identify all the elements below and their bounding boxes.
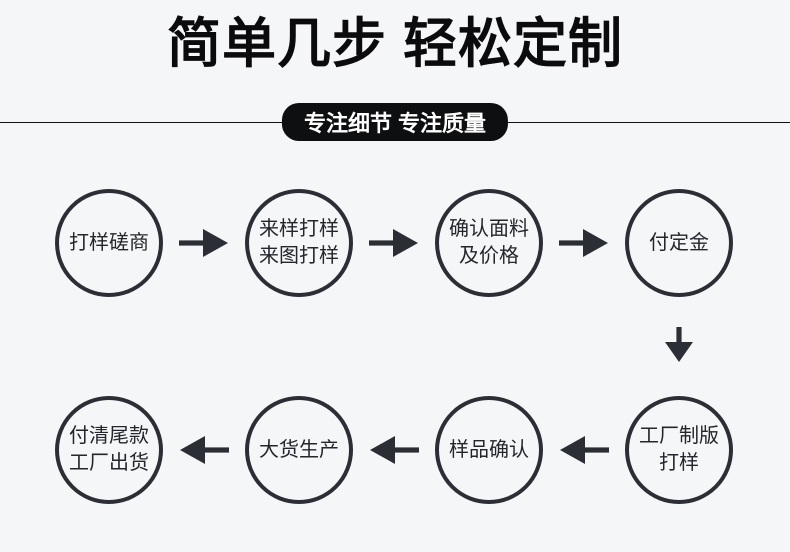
flow-step-factory-pattern-sampling: 工厂制版 打样 — [625, 396, 733, 504]
flow-step-bulk-production: 大货生产 — [245, 396, 353, 504]
arrow-left-icon — [559, 435, 609, 465]
arrow-right-icon — [179, 228, 229, 258]
page-title: 简单几步 轻松定制 — [166, 14, 623, 74]
flow-step-sample-confirmation: 样品确认 — [435, 396, 543, 504]
subtitle-badge: 专注细节 专注质量 — [281, 103, 509, 141]
flow-step-confirm-fabric-price: 确认面料 及价格 — [435, 189, 543, 297]
arrow-left-icon — [369, 435, 419, 465]
flow-step-sample-by-sample-or-drawing: 来样打样 来图打样 — [245, 189, 353, 297]
arrow-right-icon — [559, 228, 609, 258]
arrow-right-icon — [369, 228, 419, 258]
flow-step-pay-balance-ship: 付清尾款 工厂出货 — [55, 396, 163, 504]
flow-step-pay-deposit: 付定金 — [625, 189, 733, 297]
flow-step-sample-negotiation: 打样磋商 — [55, 189, 163, 297]
arrow-down-icon — [664, 327, 694, 363]
arrow-left-icon — [179, 435, 229, 465]
